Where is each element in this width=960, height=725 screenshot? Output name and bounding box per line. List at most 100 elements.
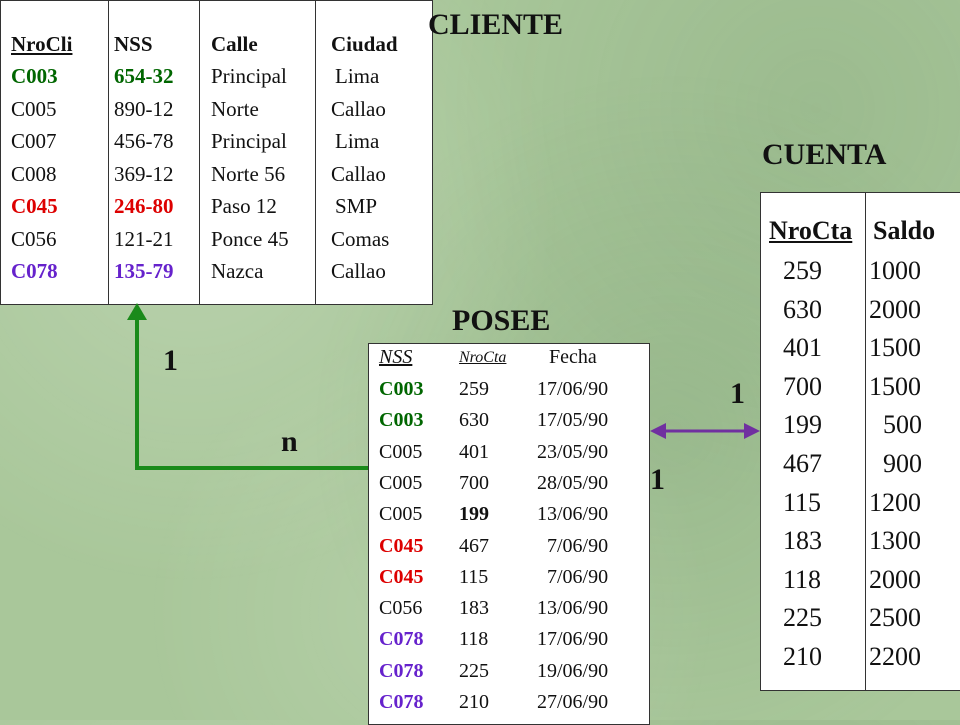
cuenta-cell-nrocta: 630 [783,294,822,324]
cuenta-cell-nrocta: 183 [783,526,822,556]
cuenta-cell-saldo: 2200 [869,642,921,671]
posee-cell-nss: C003 [379,378,424,400]
cliente-cell-calle: Paso 12 [211,194,277,218]
posee-cell-nss: C005 [379,503,423,526]
posee-cell-nrocta: 199 [459,503,489,526]
posee-cell-nrocta: 225 [459,659,489,682]
cliente-header-nrocli: NroCli [11,32,73,56]
posee-header-fecha: Fecha [549,346,597,368]
cardinality-cliente: 1 [163,344,178,377]
posee-cell-nss: C005 [379,471,423,494]
cliente-header-ciudad: Ciudad [331,32,398,56]
cuenta-cell-saldo: 1500 [869,333,921,363]
cliente-cell-nss: 121-21 [114,226,174,251]
cliente-title: CLIENTE [428,8,564,41]
cuenta-cell-saldo: 1300 [869,526,921,556]
cliente-cell-calle: Ponce 45 [211,226,289,251]
cuenta-cell-saldo: 500 [883,410,922,440]
cliente-cell-nss: 246-80 [114,194,174,218]
cuenta-cell-nrocta: 225 [783,603,822,633]
purple-double-arrow-icon [650,423,760,439]
posee-cell-nss: C078 [379,628,424,651]
cliente-cell-nrocli: C045 [11,194,58,218]
cliente-divider-1 [108,1,109,304]
cuenta-cell-nrocta: 259 [783,256,822,285]
cliente-cell-calle: Principal [211,64,287,88]
posee-cell-nrocta: 467 [459,534,489,557]
cliente-cell-ciudad: Callao [331,96,386,121]
cliente-cell-nss: 135-79 [114,259,174,283]
cuenta-cell-nrocta: 700 [783,371,822,401]
posee-cell-nss: C078 [379,659,424,682]
posee-cell-nrocta: 700 [459,471,489,494]
posee-cell-fecha: 27/06/90 [537,691,609,713]
posee-cell-nss: C056 [379,597,423,620]
cuenta-cell-nrocta: 210 [783,642,822,671]
posee-header-nrocta: NroCta [459,349,507,366]
cuenta-cell-saldo: 2000 [869,294,921,324]
cuenta-header-nrocta: NroCta [769,216,853,245]
cliente-divider-2 [199,1,200,304]
cuenta-divider [865,193,866,690]
posee-title: POSEE [452,304,551,337]
posee-cell-fecha: 23/05/90 [537,440,609,463]
cliente-cell-ciudad: Callao [331,161,386,186]
cliente-cell-ciudad: Comas [331,226,390,251]
cliente-cell-ciudad: Lima [335,64,380,88]
posee-cell-nrocta: 259 [459,378,489,400]
cuenta-cell-nrocta: 199 [783,410,822,440]
posee-cell-nrocta: 630 [459,409,489,432]
cuenta-cell-saldo: 1500 [869,371,921,401]
posee-cell-fecha: 7/06/90 [547,565,609,588]
cliente-cell-nrocli: C008 [11,161,57,186]
cuenta-cell-nrocta: 401 [783,333,822,363]
cuenta-cell-saldo: 2000 [869,564,921,594]
cliente-cell-nrocli: C056 [11,226,57,251]
posee-cell-nss: C003 [379,409,424,432]
cliente-cell-calle: Norte 56 [211,161,286,186]
cliente-header-nss: NSS [114,32,153,56]
green-elbow-arrow-icon [127,303,368,470]
cliente-cell-ciudad: Lima [335,129,380,153]
cuenta-cell-saldo: 2500 [869,603,921,633]
cliente-cell-nrocli: C003 [11,64,58,88]
cliente-cell-nrocli: C005 [11,96,57,121]
posee-cell-nrocta: 401 [459,440,489,463]
cliente-cell-ciudad: Callao [331,259,386,283]
posee-cell-nss: C045 [379,565,424,588]
cliente-cell-nrocli: C078 [11,259,58,283]
cliente-divider-3 [315,1,316,304]
cliente-cell-ciudad: SMP [335,194,378,218]
cliente-header-calle: Calle [211,32,258,56]
cuenta-cell-nrocta: 118 [783,564,822,594]
cliente-cell-nss: 369-12 [114,161,174,186]
cuenta-cell-saldo: 1000 [869,256,921,285]
posee-cell-nrocta: 210 [459,691,489,713]
cliente-cell-nss: 890-12 [114,96,174,121]
cardinality-posee-left: n [281,425,298,458]
posee-cell-fecha: 17/06/90 [537,628,609,651]
posee-cell-nrocta: 118 [459,628,489,651]
cliente-cell-calle: Norte [211,96,259,121]
cardinality-cuenta: 1 [730,377,745,410]
cuenta-title: CUENTA [762,138,887,171]
cliente-cell-calle: Nazca [211,259,264,283]
posee-cell-fecha: 19/06/90 [537,659,609,682]
cliente-cell-calle: Principal [211,129,287,153]
cardinality-posee-right: 1 [650,463,665,496]
posee-header-nss: NSS [379,346,413,368]
posee-cell-fecha: 13/06/90 [537,597,609,620]
cliente-cell-nss: 654-32 [114,64,174,88]
cuenta-cell-nrocta: 467 [783,449,822,478]
cuenta-cell-nrocta: 115 [783,487,822,517]
posee-cell-nrocta: 115 [459,565,489,588]
posee-cell-nss: C045 [379,534,424,557]
posee-cell-fecha: 28/05/90 [537,471,609,494]
cliente-cell-nrocli: C007 [11,129,57,153]
cuenta-cell-saldo: 900 [883,449,922,478]
posee-cell-nss: C005 [379,440,423,463]
posee-cell-nrocta: 183 [459,597,489,620]
